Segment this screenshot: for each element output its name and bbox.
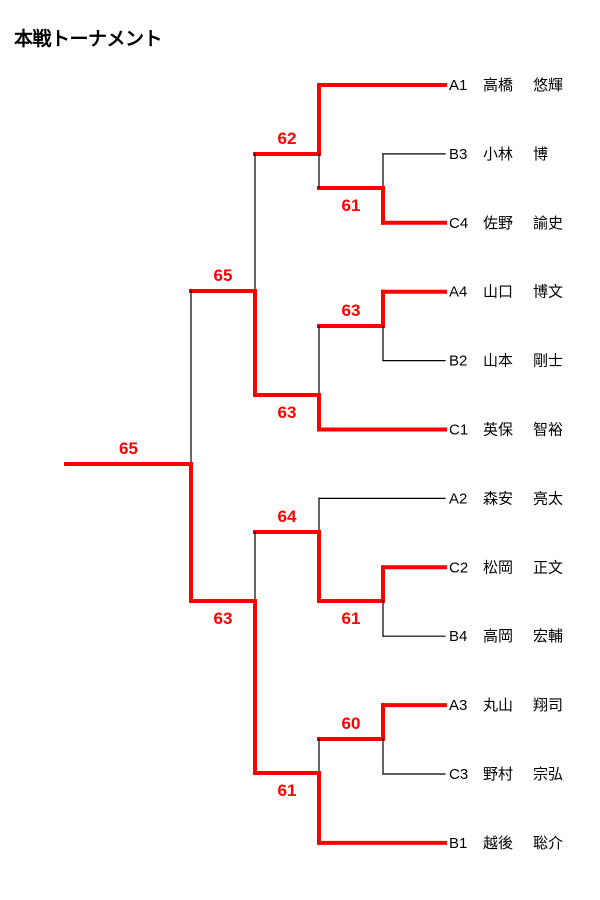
player-given-name: 智裕 (533, 421, 563, 439)
player-given-name: 正文 (533, 558, 563, 576)
player-given-name: 博文 (533, 283, 563, 301)
player-given-name: 翔司 (533, 696, 563, 714)
player-seed: A4 (449, 284, 467, 301)
player-family-name: 小林 (483, 145, 513, 163)
player-seed: A3 (449, 697, 467, 714)
player-seed: A2 (449, 490, 467, 507)
player-family-name: 山本 (483, 352, 513, 370)
player-seed: B1 (449, 835, 467, 852)
match-score-label: 61 (342, 609, 361, 628)
player-given-name: 博 (533, 145, 548, 163)
match-score-label: 63 (214, 609, 233, 628)
player-family-name: 越後 (483, 834, 513, 852)
player-given-name: 宗弘 (533, 765, 563, 783)
match-score-label: 61 (278, 781, 297, 800)
player-seed: C1 (449, 422, 468, 439)
player-seed: C2 (449, 559, 468, 576)
match-score-label: 63 (278, 403, 297, 422)
player-family-name: 英保 (483, 421, 513, 439)
player-family-name: 野村 (483, 765, 513, 783)
player-seed: B4 (449, 628, 467, 645)
match-score-label: 60 (342, 714, 361, 733)
page-title: 本戦トーナメント (14, 28, 163, 50)
player-given-name: 諭史 (533, 214, 563, 232)
player-family-name: 森安 (483, 489, 513, 507)
player-given-name: 聡介 (533, 834, 563, 852)
player-seed: A1 (449, 77, 467, 94)
player-family-name: 丸山 (483, 696, 513, 714)
player-family-name: 高岡 (483, 627, 513, 645)
player-seed: B2 (449, 353, 467, 370)
match-score-label: 62 (278, 129, 297, 148)
player-given-name: 宏輔 (533, 627, 563, 645)
match-score-label: 65 (214, 266, 233, 285)
player-family-name: 山口 (483, 283, 513, 301)
player-given-name: 亮太 (533, 489, 563, 507)
match-score-label: 64 (278, 507, 297, 526)
match-score-label: 65 (119, 439, 138, 458)
player-family-name: 松岡 (483, 558, 513, 576)
player-seed: C4 (449, 215, 468, 232)
player-given-name: 剛士 (533, 352, 563, 370)
player-seed: C3 (449, 766, 468, 783)
match-score-label: 61 (342, 196, 361, 215)
match-score-label: 63 (342, 301, 361, 320)
player-seed: B3 (449, 146, 467, 163)
player-family-name: 佐野 (483, 214, 513, 232)
player-given-name: 悠輝 (533, 76, 563, 94)
player-family-name: 高橋 (483, 76, 513, 94)
